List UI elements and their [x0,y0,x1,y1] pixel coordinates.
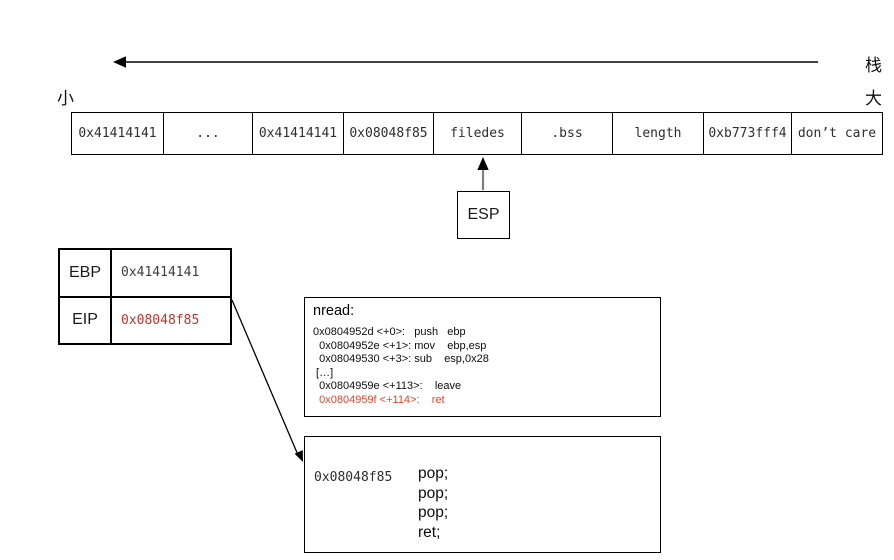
register-row-ebp: EBP 0x41414141 [60,250,230,298]
memory-cell: length [613,113,704,154]
asm-line-ret: 0x0804959f <+114>: ret [313,393,445,406]
esp-pointer-arrow [477,157,489,190]
memory-cell: 0x41414141 [253,113,344,154]
memory-cell: 0x41414141 [72,113,164,154]
asm-line: 0x08049530 <+3>: sub esp,0x28 [313,353,489,365]
stack-memory-row: 0x41414141 ... 0x41414141 0x08048f85 fil… [71,112,883,155]
gadget-instruction: pop; [418,465,449,482]
eip-value: 0x08048f85 [121,312,200,328]
asm-line: 0x0804959e <+113>: leave [313,380,462,392]
memory-cell: ... [164,113,253,154]
disassembly-listing: 0x0804952d <+0>: push ebp 0x0804952e <+1… [313,326,656,407]
ebp-value: 0x41414141 [121,265,200,281]
gadget-instructions: pop; pop; pop; ret; [418,464,448,542]
asm-line: 0x0804952d <+0>: push ebp [313,326,466,338]
rop-gadget-box: 0x08048f85 pop; pop; pop; ret; [304,436,661,553]
asm-line: […] [313,366,334,379]
gadget-address: 0x08048f85 [314,470,393,485]
gadget-instruction: pop; [418,504,449,521]
label-stack: 栈 [865,56,882,76]
memory-cell: 0x08048f85 [344,113,434,154]
asm-line: 0x0804952e <+1>: mov ebp,esp [313,339,487,352]
eip-gadget-arrow [231,299,303,462]
memory-cell: .bss [522,113,613,154]
memory-cell: don’t care [797,126,877,141]
stack-direction-arrow [113,56,818,68]
gadget-instruction: ret; [418,523,441,541]
nread-disassembly-box: nread: 0x0804952d <+0>: push ebp 0x08049… [304,297,661,417]
label-high-end: 大 [865,89,882,109]
memory-cell: 0xb773fff4 [704,113,792,154]
label-low-end: 小 [57,89,74,109]
register-table: EBP 0x41414141 EIP 0x08048f85 [58,248,232,345]
esp-label: ESP [467,206,500,223]
ebp-label: EBP [60,250,112,296]
function-title: nread: [313,303,355,319]
eip-label: EIP [60,297,112,343]
memory-cell: filedes [434,113,522,154]
gadget-instruction: pop; [418,484,449,502]
register-row-eip: EIP 0x08048f85 [60,297,230,343]
esp-register-box: ESP [457,191,510,239]
